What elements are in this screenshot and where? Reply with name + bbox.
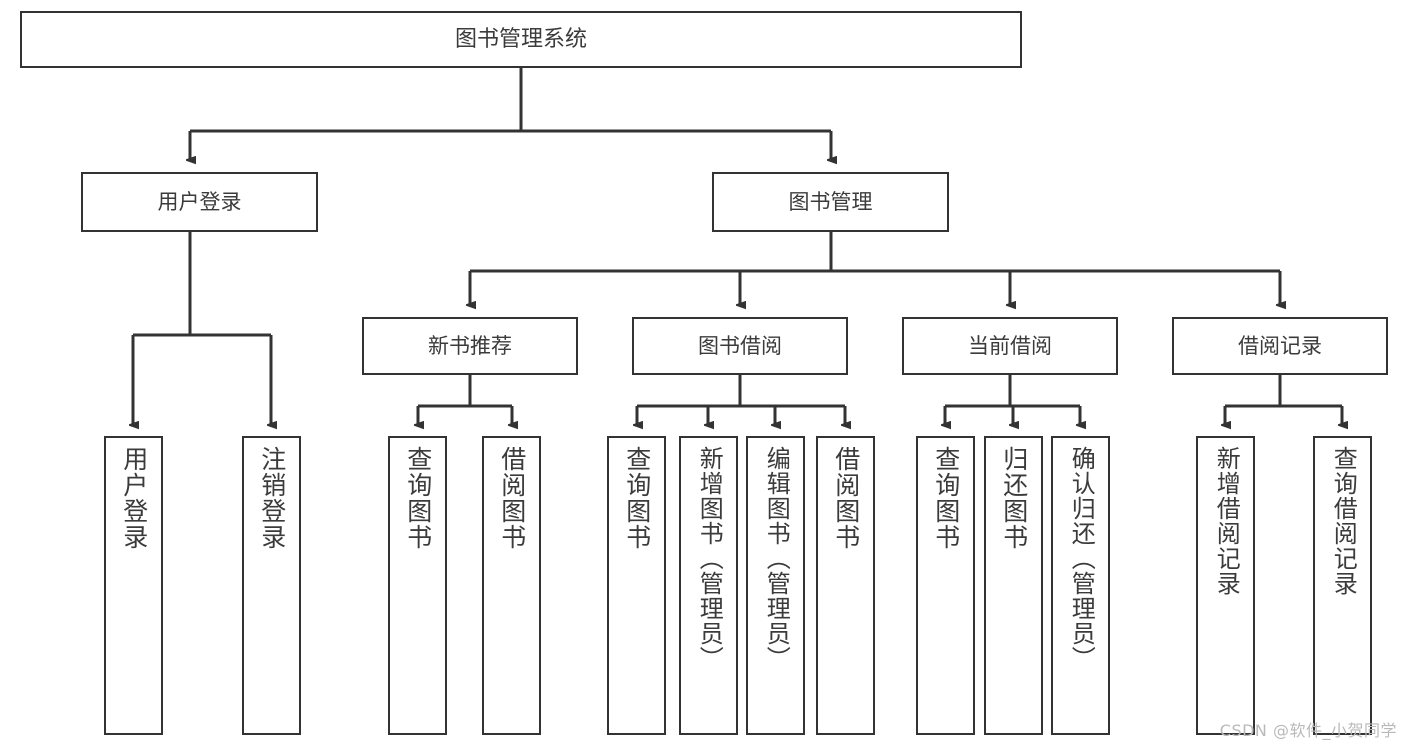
node-leaf-query-book-2[interactable]: 查询图书 <box>607 436 666 735</box>
node-label: 用户登录 <box>157 189 242 214</box>
node-current-borrow[interactable]: 当前借阅 <box>902 317 1118 375</box>
node-leaf-query-book-3[interactable]: 查询图书 <box>916 436 975 735</box>
node-label: 借阅图书 <box>831 446 861 550</box>
node-leaf-edit-book-admin[interactable]: 编辑图书（管理员） <box>746 436 805 735</box>
node-leaf-borrow-book-2[interactable]: 借阅图书 <box>816 436 875 735</box>
node-leaf-borrow-book-1[interactable]: 借阅图书 <box>482 436 541 735</box>
node-label: 用户登录 <box>119 446 149 550</box>
node-label: 图书借阅 <box>698 333 782 358</box>
node-label: 注销登录 <box>257 446 287 550</box>
node-label: 图书管理系统 <box>454 26 587 52</box>
node-leaf-return-book[interactable]: 归还图书 <box>984 436 1043 735</box>
node-new-book-recommend[interactable]: 新书推荐 <box>362 317 578 375</box>
node-label: 当前借阅 <box>968 333 1052 358</box>
node-book-borrow[interactable]: 图书借阅 <box>632 317 848 375</box>
node-label: 归还图书 <box>999 446 1029 550</box>
node-root-system[interactable]: 图书管理系统 <box>20 11 1022 68</box>
node-leaf-query-borrow-record[interactable]: 查询借阅记录 <box>1313 436 1372 735</box>
node-label: 查询图书 <box>931 446 961 550</box>
node-leaf-add-borrow-record[interactable]: 新增借阅记录 <box>1196 436 1255 735</box>
node-label: 新增借阅记录 <box>1212 446 1241 596</box>
csdn-watermark: CSDN @软件_小贺同学 <box>1219 721 1397 740</box>
node-label: 确认归还（管理员） <box>1067 446 1096 671</box>
node-label: 编辑图书（管理员） <box>762 446 791 671</box>
node-borrow-record[interactable]: 借阅记录 <box>1172 317 1388 375</box>
node-leaf-logout-login[interactable]: 注销登录 <box>242 436 301 735</box>
node-leaf-user-login[interactable]: 用户登录 <box>104 436 163 735</box>
node-user-login[interactable]: 用户登录 <box>81 172 318 232</box>
node-book-manage[interactable]: 图书管理 <box>712 172 949 232</box>
node-label: 借阅记录 <box>1238 333 1322 358</box>
node-leaf-add-book-admin[interactable]: 新增图书（管理员） <box>679 436 738 735</box>
node-label: 图书管理 <box>788 189 873 214</box>
node-label: 借阅图书 <box>497 446 527 550</box>
node-label: 查询图书 <box>403 446 433 550</box>
node-leaf-confirm-return-admin[interactable]: 确认归还（管理员） <box>1051 436 1110 735</box>
node-label: 新书推荐 <box>428 333 512 358</box>
node-leaf-query-book-1[interactable]: 查询图书 <box>388 436 447 735</box>
node-label: 查询图书 <box>622 446 652 550</box>
node-label: 新增图书（管理员） <box>695 446 724 671</box>
node-label: 查询借阅记录 <box>1329 446 1358 596</box>
